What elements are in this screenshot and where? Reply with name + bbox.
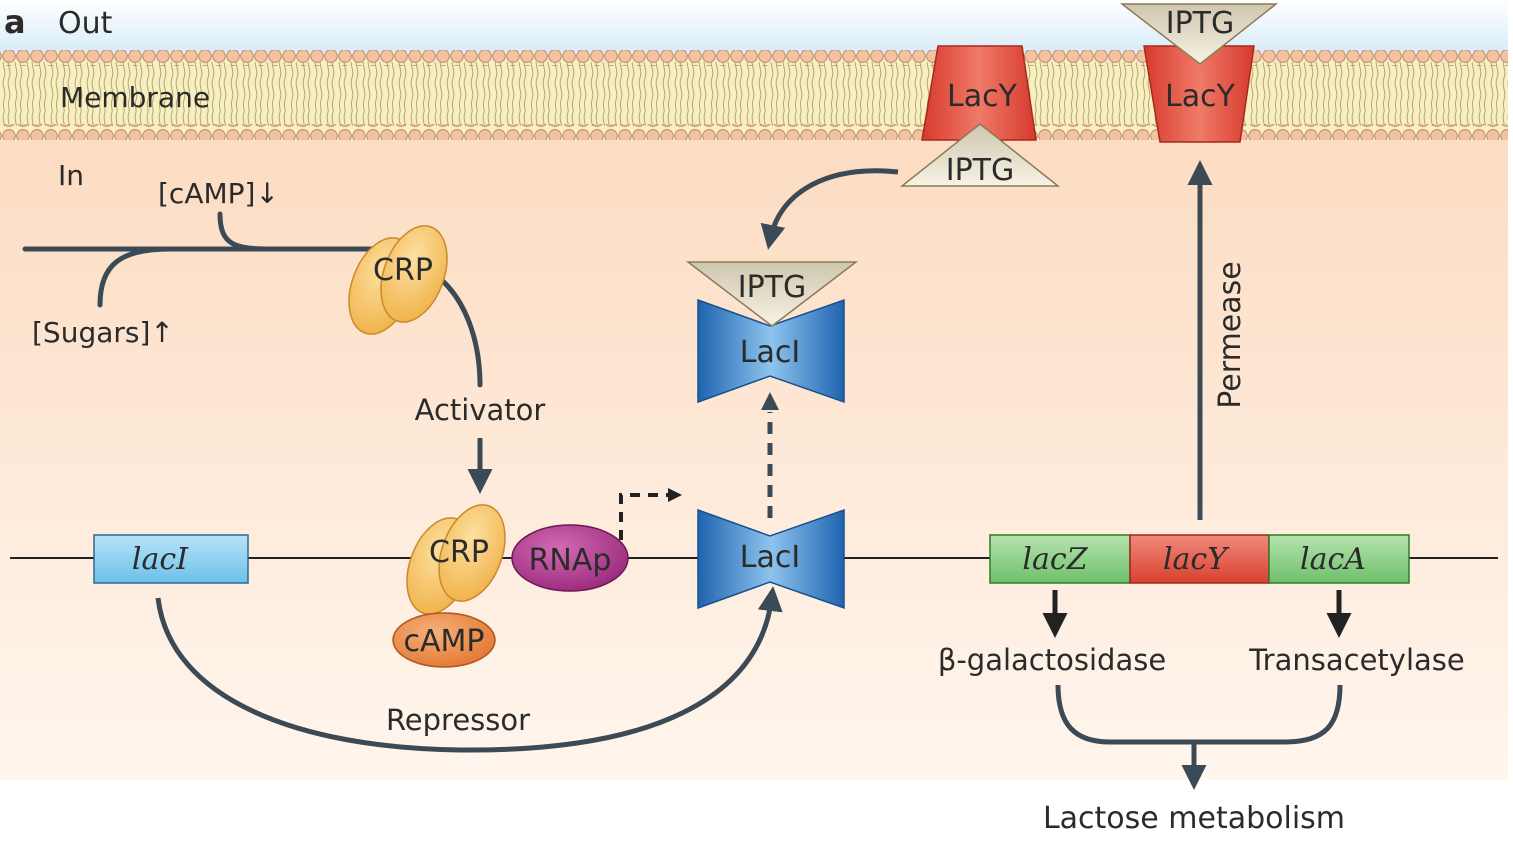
iptg-bound-label: IPTG bbox=[738, 270, 807, 305]
iptg-outside: IPTG bbox=[1119, 3, 1279, 65]
operon-genes: lacZ lacY lacA bbox=[989, 534, 1410, 584]
membrane-bilayer bbox=[0, 50, 1508, 140]
crp-upper: CRP bbox=[348, 225, 448, 335]
gene-laca bbox=[1268, 534, 1410, 584]
gene-lacz bbox=[989, 534, 1131, 584]
panel-label: a bbox=[4, 3, 26, 41]
repressor-arrow bbox=[155, 586, 783, 753]
gene-lacy bbox=[1129, 534, 1270, 584]
camp-level-label: [cAMP]↓ bbox=[158, 177, 279, 210]
lacy-right-label: LacY bbox=[1165, 79, 1236, 114]
metabolism-bracket bbox=[1055, 684, 1343, 745]
gene-laci-label: lacI bbox=[132, 542, 189, 577]
iptg-entering: IPTG bbox=[899, 123, 1061, 188]
activator-label: Activator bbox=[415, 393, 546, 427]
transcription-arrow-head bbox=[668, 488, 682, 502]
sugars-level-label: [Sugars]↑ bbox=[32, 316, 174, 349]
gene-laci: lacI bbox=[93, 534, 249, 584]
release-arrow-head bbox=[761, 392, 779, 410]
gene-laca-label: lacA bbox=[1300, 542, 1366, 577]
beta-galactosidase-label: β-galactosidase bbox=[938, 643, 1166, 677]
region-in-label: In bbox=[58, 159, 84, 192]
laci-free-label: LacI bbox=[740, 335, 800, 370]
transacetylase-label: Transacetylase bbox=[1248, 643, 1465, 677]
lactose-metabolism-label: Lactose metabolism bbox=[1043, 801, 1345, 836]
region-out-label: Out bbox=[58, 6, 113, 41]
iptg-outside-label: IPTG bbox=[1166, 6, 1235, 41]
iptg-entering-label: IPTG bbox=[946, 153, 1015, 188]
lacy-left-label: LacY bbox=[947, 79, 1018, 114]
crp-upper-label: CRP bbox=[373, 253, 433, 288]
crp-lower: CRP bbox=[406, 504, 506, 615]
laci-dna-label: LacI bbox=[740, 540, 800, 575]
outside-region bbox=[0, 0, 1508, 52]
iptg-import-arrow bbox=[760, 168, 899, 250]
rnap-label: RNAp bbox=[529, 543, 612, 578]
gene-lacy-label: lacY bbox=[1163, 542, 1230, 577]
laci-iptg-complex: LacI IPTG bbox=[685, 261, 859, 404]
laci-repressor-dna: LacI bbox=[697, 508, 845, 610]
repressor-label: Repressor bbox=[386, 703, 530, 737]
camp-molecule: cAMP bbox=[392, 612, 496, 668]
permease-label: Permease bbox=[1213, 261, 1248, 408]
gene-lacz-label: lacZ bbox=[1022, 542, 1088, 577]
transcription-arrow bbox=[619, 493, 676, 540]
lacy-transporter-left: LacY bbox=[921, 45, 1037, 141]
crp-lower-label: CRP bbox=[429, 535, 489, 570]
region-membrane-label: Membrane bbox=[60, 81, 210, 114]
rna-polymerase: RNAp bbox=[511, 524, 629, 592]
lacy-transporter-right: LacY bbox=[1143, 45, 1255, 143]
camp-label: cAMP bbox=[404, 624, 485, 659]
